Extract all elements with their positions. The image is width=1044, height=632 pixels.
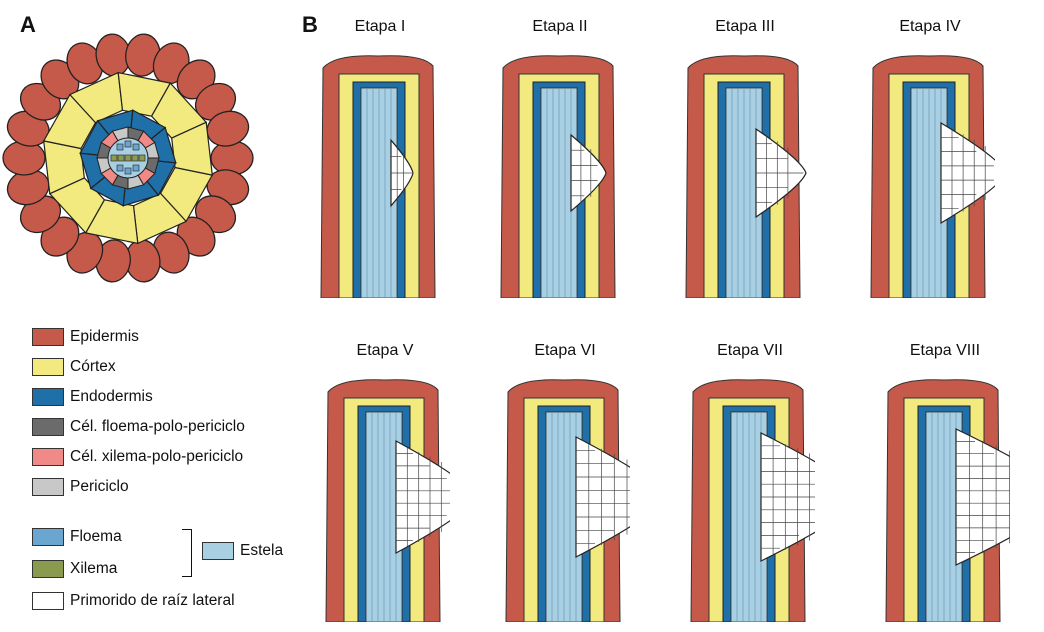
legend-swatch-estela: [202, 542, 234, 560]
epidermis-cell: [3, 141, 45, 175]
legend-item-estela: Estela: [202, 540, 283, 562]
phloem-cell: [125, 141, 131, 147]
legend-item-xilema-polo: Cél. xilema-polo-periciclo: [32, 446, 243, 468]
stage-1-title: Etapa I: [315, 18, 445, 36]
legend-label-xilema-polo: Cél. xilema-polo-periciclo: [70, 448, 243, 466]
stage-2-root: [495, 48, 625, 298]
stage-6-title: Etapa VI: [500, 342, 630, 360]
stage-8-title: Etapa VIII: [880, 342, 1010, 360]
stage-4-title: Etapa IV: [865, 18, 995, 36]
epidermis-cell: [211, 141, 253, 175]
legend-item-cortex: Córtex: [32, 356, 116, 378]
legend-item-epidermis: Epidermis: [32, 326, 139, 348]
legend-item-endodermis: Endodermis: [32, 386, 153, 408]
legend-swatch-endodermis: [32, 388, 64, 406]
stage-5-root: [320, 372, 450, 622]
stage-2: Etapa II: [495, 18, 625, 308]
stage-1: Etapa I: [315, 18, 445, 308]
stage-7-title: Etapa VII: [685, 342, 815, 360]
xylem-cell: [139, 155, 145, 161]
primordium: [396, 441, 450, 553]
legend-swatch-floema-polo: [32, 418, 64, 436]
stage-8: Etapa VIII: [880, 342, 1010, 632]
primordium: [576, 437, 630, 557]
legend-label-xilema: Xilema: [70, 560, 117, 578]
phloem-cell: [133, 144, 139, 150]
xylem-cell: [132, 155, 138, 161]
phloem-cell: [117, 144, 123, 150]
xylem-cell: [118, 155, 124, 161]
legend-swatch-primordio: [32, 592, 64, 610]
stage-7: Etapa VII: [685, 342, 815, 632]
legend-label-epidermis: Epidermis: [70, 328, 139, 346]
phloem-cell: [125, 168, 131, 174]
stage-3-root: [680, 48, 810, 298]
legend-label-estela: Estela: [240, 542, 283, 560]
legend-label-periciclo: Periciclo: [70, 478, 129, 496]
stage-3-title: Etapa III: [680, 18, 810, 36]
estela-bracket: [182, 529, 192, 577]
stage-5-title: Etapa V: [320, 342, 450, 360]
legend-item-primordio: Primorido de raíz lateral: [32, 590, 235, 612]
legend-label-primordio: Primorido de raíz lateral: [70, 592, 235, 610]
legend-item-floema-polo: Cél. floema-polo-periciclo: [32, 416, 245, 438]
stage-3: Etapa III: [680, 18, 810, 308]
legend-swatch-periciclo: [32, 478, 64, 496]
legend-item-xilema: Xilema: [32, 558, 117, 580]
legend-item-floema: Floema: [32, 526, 122, 548]
xylem-cell: [125, 155, 131, 161]
phloem-cell: [117, 165, 123, 171]
stage-6: Etapa VI: [500, 342, 630, 632]
stage-1-root: [315, 48, 445, 298]
stage-7-root: [685, 372, 815, 622]
legend-swatch-xilema-polo: [32, 448, 64, 466]
legend-swatch-xilema: [32, 560, 64, 578]
root-cross-section: [0, 30, 270, 290]
legend-swatch-cortex: [32, 358, 64, 376]
legend-item-periciclo: Periciclo: [32, 476, 129, 498]
legend-label-cortex: Córtex: [70, 358, 116, 376]
legend-label-endodermis: Endodermis: [70, 388, 153, 406]
legend-swatch-epidermis: [32, 328, 64, 346]
phloem-cell: [133, 165, 139, 171]
legend-swatch-floema: [32, 528, 64, 546]
stage-2-title: Etapa II: [495, 18, 625, 36]
xylem-cell: [111, 155, 117, 161]
stage-8-root: [880, 372, 1010, 622]
legend-label-floema: Floema: [70, 528, 122, 546]
legend-label-floema-polo: Cél. floema-polo-periciclo: [70, 418, 245, 436]
stage-5: Etapa V: [320, 342, 450, 632]
stage-4: Etapa IV: [865, 18, 995, 308]
stage-6-root: [500, 372, 630, 622]
stage-4-root: [865, 48, 995, 298]
